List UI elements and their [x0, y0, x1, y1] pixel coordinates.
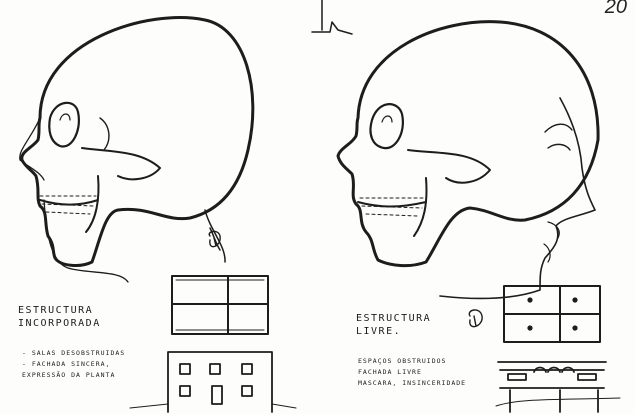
- top-mark: [312, 0, 352, 34]
- right-face-profile: [440, 98, 595, 298]
- right-cheekbone: [408, 150, 490, 183]
- right-eye-inner: [382, 116, 392, 122]
- left-facade-drawing: [130, 352, 296, 412]
- left-skull-drawing: [20, 18, 253, 282]
- left-eye-socket: [49, 103, 79, 147]
- right-brow: [545, 124, 572, 150]
- left-note-2: - FACHADA SINCERA,: [22, 359, 125, 370]
- left-plan-drawing: [172, 276, 268, 334]
- left-title-line-2: INCORPORADA: [18, 317, 101, 330]
- left-note-3: EXPRESSÃO DA PLANTA: [22, 370, 125, 381]
- left-title: ESTRUCTURA INCORPORADA: [18, 304, 101, 330]
- right-signature: [469, 310, 482, 327]
- right-title: ESTRUCTURA LIVRE.: [356, 312, 431, 338]
- left-note-1: - SALAS DESOBSTRUIDAS: [22, 348, 125, 359]
- right-title-line-2: LIVRE.: [356, 325, 431, 338]
- left-title-line-1: ESTRUCTURA: [18, 304, 101, 317]
- right-skull-outline: [338, 22, 598, 266]
- left-eye-inner: [60, 114, 70, 120]
- left-teeth: [40, 196, 96, 214]
- right-note-2: FACHADA LIVRE: [358, 367, 466, 378]
- right-facade-drawing: [496, 362, 620, 412]
- left-notes: - SALAS DESOBSTRUIDAS - FACHADA SINCERA,…: [22, 348, 125, 381]
- right-note-3: MASCARA, INSINCERIDADE: [358, 378, 466, 389]
- left-temporal: [100, 118, 109, 150]
- left-cheekbone: [82, 148, 160, 179]
- left-neck: [205, 210, 225, 262]
- right-skull-drawing: [338, 22, 598, 299]
- left-skull-outline: [22, 18, 253, 266]
- right-title-line-1: ESTRUCTURA: [356, 312, 431, 325]
- right-note-1: ESPAÇOS OBSTRUIDOS: [358, 356, 466, 367]
- right-notes: ESPAÇOS OBSTRUIDOS FACHADA LIVRE MASCARA…: [358, 356, 466, 389]
- right-plan-drawing: [504, 286, 600, 342]
- right-teeth: [360, 198, 424, 216]
- right-eye-socket: [371, 104, 403, 148]
